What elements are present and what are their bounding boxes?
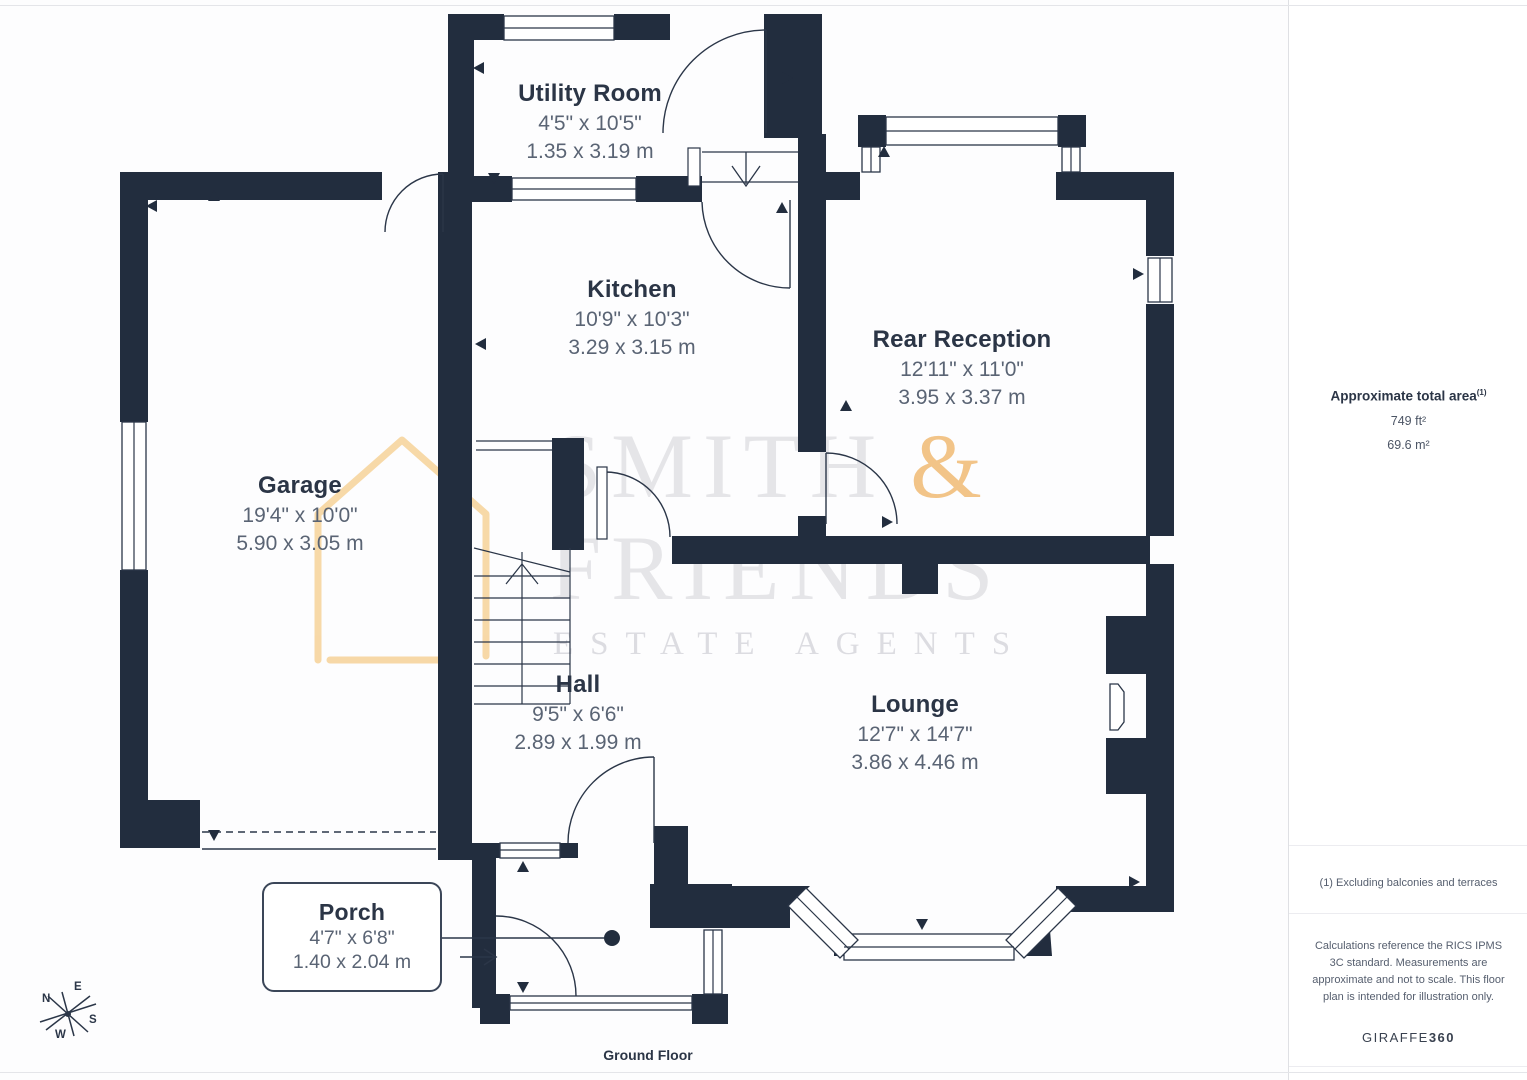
- room-label-lounge: Lounge 12'7" x 14'7" 3.86 x 4.46 m: [851, 691, 978, 775]
- window-glazing-lines: [133, 27, 1161, 1004]
- room-name: Porch: [318, 899, 386, 926]
- room-dim-imperial: 12'7" x 14'7": [857, 722, 973, 746]
- room-dim-imperial: 19'4" x 10'0": [242, 503, 358, 527]
- floorplan-drawing: [39, 14, 1174, 1037]
- garage-door: [202, 831, 436, 850]
- sidebar-divider: [1289, 845, 1527, 846]
- info-sidebar: Approximate total area(1) 749 ft² 69.6 m…: [1288, 0, 1527, 1080]
- room-dim-metric: 5.90 x 3.05 m: [236, 531, 364, 555]
- room-label-kitchen: Kitchen 10'9" x 10'3" 3.29 x 3.15 m: [568, 276, 695, 360]
- area-footnote: (1) Excluding balconies and terraces: [1319, 877, 1498, 889]
- walls: [120, 14, 1174, 1024]
- room-name: Kitchen: [587, 276, 677, 304]
- room-dim-metric: 2.89 x 1.99 m: [514, 730, 642, 754]
- room-dim-metric: 1.40 x 2.04 m: [292, 951, 412, 974]
- room-dim-imperial: 12'11" x 11'0": [900, 357, 1024, 381]
- sidebar-divider: [1289, 913, 1527, 914]
- room-label-hall: Hall 9'5" x 6'6" 2.89 x 1.99 m: [514, 671, 641, 755]
- giraffe360-logo: GIRAFFE360: [1289, 1030, 1527, 1045]
- total-area-footnote-ref: (1): [1476, 388, 1487, 397]
- entry-steps: [702, 151, 798, 188]
- porch-callout-box: Porch 4'7" x 6'8" 1.40 x 2.04 m: [262, 882, 442, 992]
- total-area-imperial: 749 ft²: [1390, 414, 1427, 428]
- floor-label: Ground Floor: [603, 1047, 693, 1063]
- sidebar-divider: [1289, 1066, 1527, 1067]
- room-label-garage: Garage 19'4" x 10'0" 5.90 x 3.05 m: [236, 472, 363, 556]
- compass-label-east: E: [74, 981, 82, 993]
- watermark-ampersand: &: [910, 415, 992, 517]
- compass-label-south: S: [89, 1014, 97, 1026]
- total-area-metric: 69.6 m²: [1387, 438, 1430, 452]
- fireplace-icon: [1109, 683, 1125, 731]
- page-bottom-border: [0, 1072, 1527, 1073]
- brand-name: GIRAFFE: [1361, 1030, 1429, 1045]
- room-label-utility: Utility Room 4'5" x 10'5" 1.35 x 3.19 m: [518, 80, 662, 164]
- room-dim-metric: 1.35 x 3.19 m: [526, 139, 654, 163]
- disclaimer-text: Calculations reference the RICS IPMS 3C …: [1312, 940, 1505, 1004]
- room-name: Hall: [555, 671, 601, 699]
- compass-label-west: W: [55, 1029, 66, 1041]
- room-dim-imperial: 10'9" x 10'3": [574, 307, 690, 331]
- room-name: Lounge: [871, 691, 959, 719]
- brand-number: 360: [1428, 1030, 1456, 1045]
- room-name: Utility Room: [518, 80, 662, 108]
- entrance-arrow-icon: [460, 948, 498, 966]
- compass-label-north: N: [42, 993, 51, 1005]
- page-top-border: [0, 5, 1527, 6]
- room-name: Rear Reception: [872, 326, 1052, 354]
- porch-callout-dot: [604, 930, 620, 946]
- room-label-rear-reception: Rear Reception 12'11" x 11'0" 3.95 x 3.3…: [873, 326, 1052, 410]
- room-dim-metric: 3.95 x 3.37 m: [898, 385, 1026, 409]
- door-frames: [596, 147, 701, 540]
- staircase: [473, 440, 571, 705]
- floorplan-canvas: SMITH& FRIENDS ESTATE AGENTS: [39, 14, 1174, 1063]
- room-dim-imperial: 9'5" x 6'6": [532, 702, 624, 726]
- compass-rose: [39, 991, 97, 1037]
- room-name: Garage: [258, 472, 342, 500]
- room-dim-metric: 3.86 x 4.46 m: [851, 750, 979, 774]
- total-area-title-text: Approximate total area: [1330, 388, 1477, 404]
- room-dim-imperial: 4'5" x 10'5": [538, 111, 642, 135]
- room-dim-metric: 3.29 x 3.15 m: [568, 335, 696, 359]
- total-area-title: Approximate total area(1): [1289, 388, 1527, 404]
- stairs-up-arrow: [505, 563, 539, 585]
- room-dim-imperial: 4'7" x 6'8": [309, 926, 395, 949]
- watermark-brand-tagline: ESTATE AGENTS: [553, 626, 1028, 662]
- opening-markers: [146, 62, 1144, 993]
